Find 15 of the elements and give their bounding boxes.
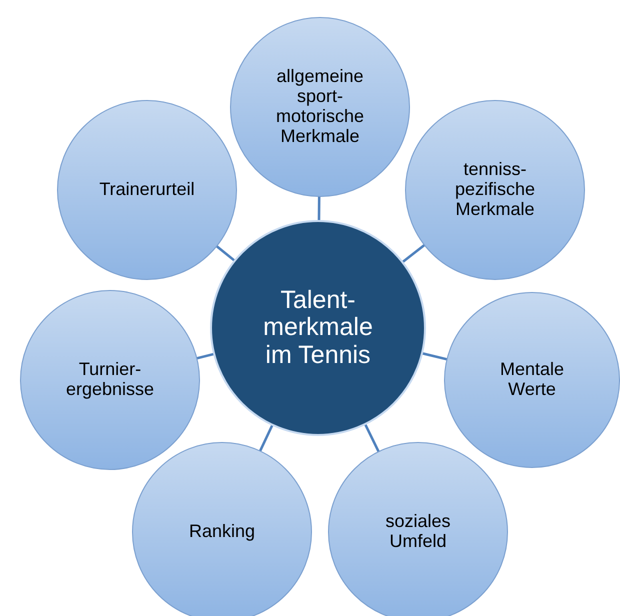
connector-line (402, 244, 426, 263)
connector-line (259, 424, 274, 452)
connector-line (422, 352, 448, 360)
node-label: Turnier- ergebnisse (64, 360, 156, 400)
node-label: soziales Umfeld (384, 512, 452, 552)
node-label: Talent- merkmale im Tennis (262, 286, 374, 370)
connector-line (364, 424, 380, 452)
connector-line (216, 245, 236, 262)
connector-line (196, 352, 214, 360)
node-label: tenniss- pezifische Merkmale (454, 160, 536, 220)
node-label: Trainerurteil (98, 180, 196, 200)
node-label: allgemeine sport- motorische Merkmale (274, 67, 366, 147)
connector-line (318, 196, 320, 222)
node-label: Ranking (188, 522, 256, 542)
node-label: Mentale Werte (498, 360, 566, 400)
